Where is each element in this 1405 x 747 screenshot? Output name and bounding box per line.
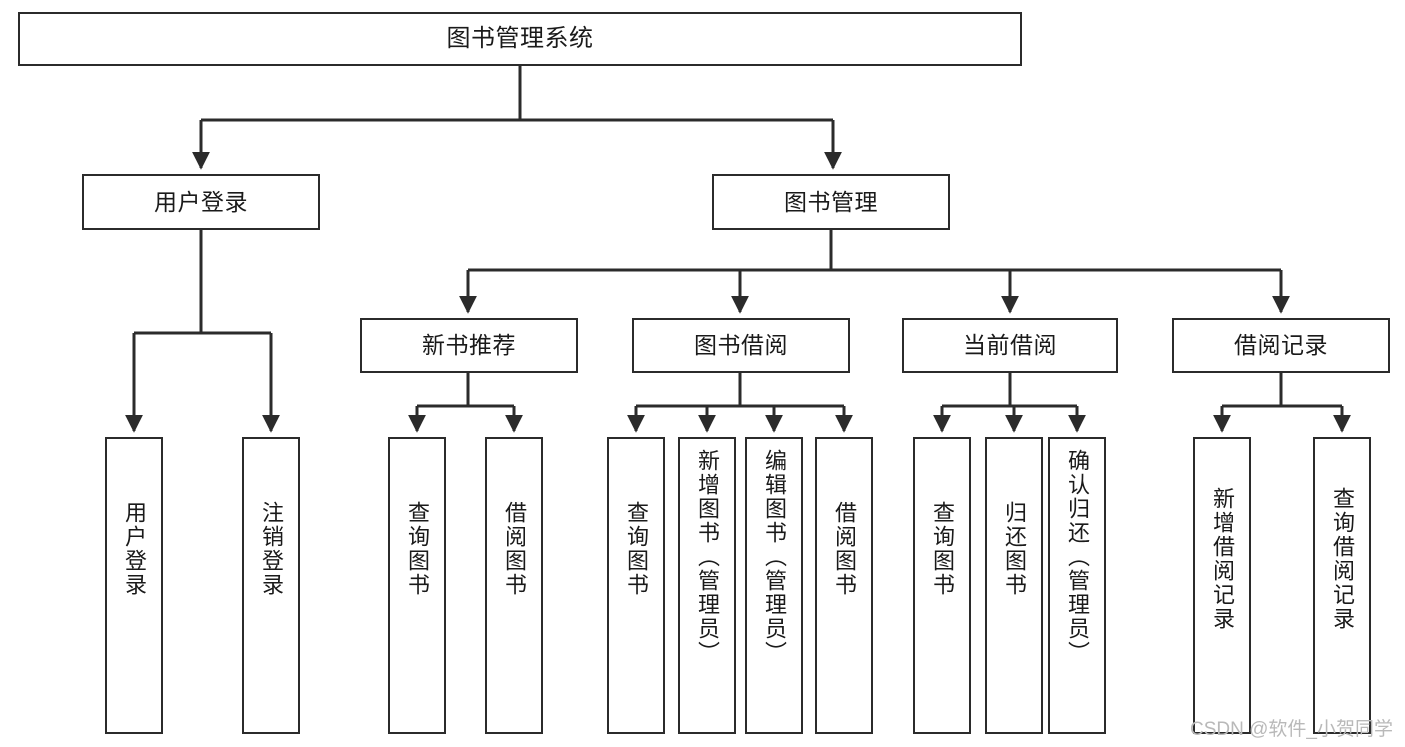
node-book-borrow[interactable]: 图书借阅 [632, 318, 850, 373]
leaf-label: 查询图书 [930, 501, 955, 597]
csdn-watermark: CSDN @软件_小贺同学 [1190, 719, 1393, 740]
node-current-borrow[interactable]: 当前借阅 [902, 318, 1118, 373]
leaf-label: 借阅图书 [832, 501, 857, 597]
leaf-label: 归还图书 [1002, 501, 1027, 597]
node-borrow-record[interactable]: 借阅记录 [1172, 318, 1390, 373]
leaf-label: 查询图书 [624, 501, 649, 597]
leaf-add-borrow-record[interactable]: 新增借阅记录 [1193, 437, 1251, 734]
leaf-query-book-recommend[interactable]: 查询图书 [388, 437, 446, 734]
node-user-login[interactable]: 用户登录 [82, 174, 320, 230]
leaf-confirm-return-admin[interactable]: 确认归还（管理员） [1048, 437, 1106, 734]
node-book-management[interactable]: 图书管理 [712, 174, 950, 230]
node-new-book-recommend[interactable]: 新书推荐 [360, 318, 578, 373]
leaf-label: 新增图书（管理员） [695, 449, 720, 665]
leaf-label: 借阅图书 [502, 501, 527, 597]
leaf-add-book-admin[interactable]: 新增图书（管理员） [678, 437, 736, 734]
leaf-borrow-book-recommend[interactable]: 借阅图书 [485, 437, 543, 734]
leaf-query-book-borrow[interactable]: 查询图书 [607, 437, 665, 734]
leaf-label: 查询借阅记录 [1330, 487, 1355, 631]
leaf-lend-book[interactable]: 借阅图书 [815, 437, 873, 734]
leaf-label: 新增借阅记录 [1210, 487, 1235, 631]
leaf-edit-book-admin[interactable]: 编辑图书（管理员） [745, 437, 803, 734]
leaf-label: 注销登录 [259, 501, 284, 597]
leaf-label: 编辑图书（管理员） [762, 449, 787, 665]
leaf-return-book[interactable]: 归还图书 [985, 437, 1043, 734]
node-root[interactable]: 图书管理系统 [18, 12, 1022, 66]
leaf-query-borrow-record[interactable]: 查询借阅记录 [1313, 437, 1371, 734]
leaf-label: 用户登录 [122, 501, 147, 597]
leaf-user-logout[interactable]: 注销登录 [242, 437, 300, 734]
leaf-label: 确认归还（管理员） [1065, 449, 1090, 665]
leaf-label: 查询图书 [405, 501, 430, 597]
leaf-query-book-current[interactable]: 查询图书 [913, 437, 971, 734]
leaf-user-login[interactable]: 用户登录 [105, 437, 163, 734]
